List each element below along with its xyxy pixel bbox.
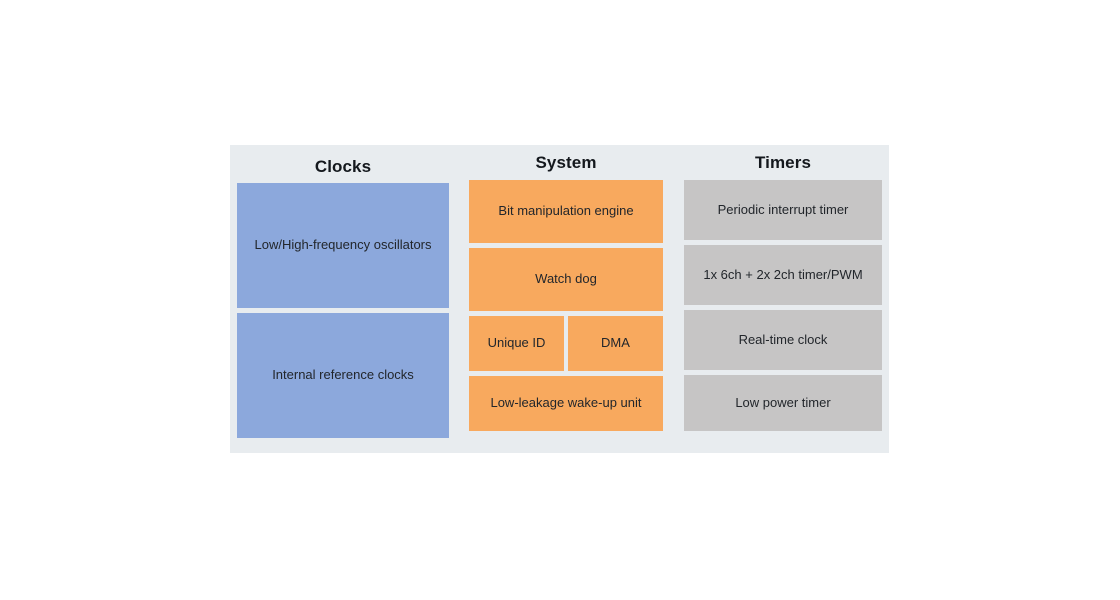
column-system: System Bit manipulation engine Watch dog… — [469, 145, 663, 453]
block-periodic-interrupt-timer: Periodic interrupt timer — [684, 180, 882, 240]
block-timer-pwm: 1x 6ch + 2x 2ch timer/PWM — [684, 245, 882, 305]
block-real-time-clock: Real-time clock — [684, 310, 882, 370]
column-clocks: Clocks Low/High-frequency oscillators In… — [237, 145, 449, 453]
block-low-power-timer: Low power timer — [684, 375, 882, 431]
block-diagram-panel: Clocks Low/High-frequency oscillators In… — [230, 145, 889, 453]
column-title-system: System — [535, 153, 597, 172]
block-low-high-frequency-oscillators: Low/High-frequency oscillators — [237, 183, 449, 308]
block-watch-dog: Watch dog — [469, 248, 663, 311]
block-dma: DMA — [568, 316, 663, 371]
column-timers: Timers Periodic interrupt timer 1x 6ch +… — [684, 145, 882, 453]
column-title-clocks: Clocks — [314, 157, 372, 176]
block-low-leakage-wake-up-unit: Low-leakage wake-up unit — [469, 376, 663, 431]
column-title-timers: Timers — [754, 153, 812, 172]
block-internal-reference-clocks: Internal reference clocks — [237, 313, 449, 438]
block-unique-id: Unique ID — [469, 316, 564, 371]
block-bit-manipulation-engine: Bit manipulation engine — [469, 180, 663, 243]
